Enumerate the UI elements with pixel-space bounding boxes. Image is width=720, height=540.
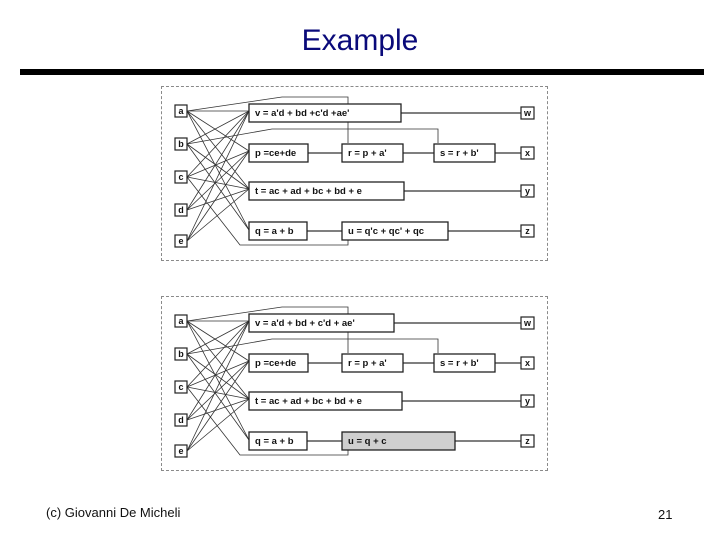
output-z-label: z xyxy=(525,226,530,236)
node-s-text: s = r + b' xyxy=(440,358,479,369)
node-p xyxy=(248,353,309,373)
output-w-box xyxy=(520,316,535,330)
node-u-highlighted xyxy=(341,431,456,451)
node-v-text: v = a'd + bd +c'd +ae' xyxy=(255,108,349,119)
input-e-label: e xyxy=(178,446,183,456)
output-x-box xyxy=(520,146,535,160)
node-u xyxy=(341,221,449,241)
slide-title: Example xyxy=(301,24,419,57)
node-q xyxy=(248,431,308,451)
node-q-text: q = a + b xyxy=(255,226,294,237)
input-b-box xyxy=(174,347,188,361)
node-v xyxy=(248,103,402,123)
input-c-label: c xyxy=(178,382,183,392)
output-x-label: x xyxy=(525,358,530,368)
node-q xyxy=(248,221,308,241)
input-d-box xyxy=(174,203,188,217)
node-r xyxy=(341,143,404,163)
node-q-text: q = a + b xyxy=(255,436,294,447)
input-e-box xyxy=(174,444,188,458)
page-number: 21 xyxy=(658,507,673,522)
output-y-box xyxy=(520,394,535,408)
output-y-box xyxy=(520,184,535,198)
input-a-box xyxy=(174,104,188,118)
node-v-text: v = a'd + bd + c'd + ae' xyxy=(255,318,355,329)
node-r-text: r = p + a' xyxy=(348,148,387,159)
output-w-box xyxy=(520,106,535,120)
input-b-label: b xyxy=(178,349,184,359)
node-s-text: s = r + b' xyxy=(440,148,479,159)
output-x-label: x xyxy=(525,148,530,158)
input-e-box xyxy=(174,234,188,248)
network-svg-simplified: a b c d e w x y z v = a'd + bd + c'd + a… xyxy=(174,306,535,458)
input-a-label: a xyxy=(178,316,184,326)
title-rule xyxy=(20,69,704,75)
input-c-label: c xyxy=(178,172,183,182)
node-v xyxy=(248,313,395,333)
output-z-box xyxy=(520,434,535,448)
input-d-label: d xyxy=(178,415,184,425)
network-svg-original: a b c d e w x y z v = a'd + bd +c'd +ae'… xyxy=(174,96,535,248)
node-r xyxy=(341,353,404,373)
node-t-text: t = ac + ad + bc + bd + e xyxy=(255,186,362,197)
node-p-text: p =ce+de xyxy=(255,358,296,369)
output-w-label: w xyxy=(523,318,532,328)
input-c-box xyxy=(174,380,188,394)
node-s xyxy=(433,143,496,163)
output-z-label: z xyxy=(525,436,530,446)
logic-network-simplified: a b c d e w x y z v = a'd + bd + c'd + a… xyxy=(161,296,548,471)
input-e-label: e xyxy=(178,236,183,246)
node-p xyxy=(248,143,309,163)
node-t xyxy=(248,391,403,411)
node-u-text: u = q'c + qc' + qc xyxy=(348,226,424,237)
input-d-label: d xyxy=(178,205,184,215)
input-a-box xyxy=(174,314,188,328)
node-t xyxy=(248,181,405,201)
logic-network-original: a b c d e w x y z v = a'd + bd +c'd +ae'… xyxy=(161,86,548,261)
output-z-box xyxy=(520,224,535,238)
node-p-text: p =ce+de xyxy=(255,148,296,159)
input-b-box xyxy=(174,137,188,151)
node-t-text: t = ac + ad + bc + bd + e xyxy=(255,396,362,407)
input-a-label: a xyxy=(178,106,184,116)
node-s xyxy=(433,353,496,373)
input-c-box xyxy=(174,170,188,184)
node-r-text: r = p + a' xyxy=(348,358,387,369)
output-w-label: w xyxy=(523,108,532,118)
input-d-box xyxy=(174,413,188,427)
output-x-box xyxy=(520,356,535,370)
output-y-label: y xyxy=(525,186,530,196)
input-b-label: b xyxy=(178,139,184,149)
footer-copyright: (c) Giovanni De Micheli xyxy=(46,505,181,520)
node-u-text: u = q + c xyxy=(348,436,387,447)
output-y-label: y xyxy=(525,396,530,406)
